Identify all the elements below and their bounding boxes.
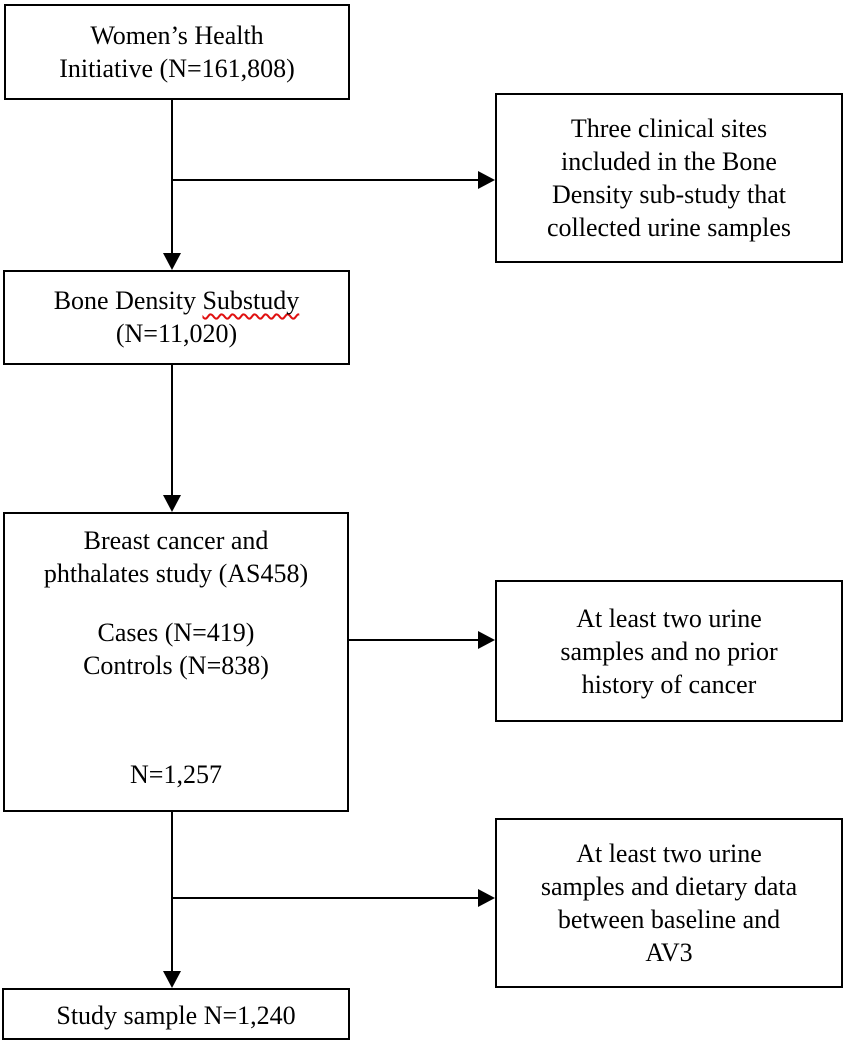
bone-density-text: Bone Density	[53, 286, 203, 315]
connector-bone-density-to-breast-cancer	[171, 365, 173, 495]
box-text-line: AV3	[645, 938, 693, 967]
connector-breast-cancer-to-study-sample	[171, 812, 173, 971]
right-arrowhead-icon	[478, 889, 495, 907]
box-text-line: samples and dietary data	[540, 872, 798, 901]
down-arrowhead-icon	[163, 971, 181, 988]
box-text-line: samples and no prior	[560, 637, 778, 666]
box-text-line: Three clinical sites	[570, 114, 768, 143]
box-text-line: Bone Density Substudy	[5, 284, 348, 317]
connector-branch-to-urine-dietary	[172, 897, 478, 899]
box-text-line: Breast cancer and	[83, 526, 269, 555]
box-text-line: (N=11,020)	[115, 319, 238, 348]
controls-count: Controls (N=838)	[83, 651, 269, 680]
box-text-line: At least two urine	[576, 839, 762, 868]
box-text-line: Study sample N=1,240	[56, 1001, 296, 1030]
right-arrowhead-icon	[478, 631, 495, 649]
box-text-line: At least two urine	[576, 604, 762, 633]
box-text-line: included in the Bone	[561, 147, 777, 176]
connector-breast-cancer-to-urine-no-cancer	[349, 639, 478, 641]
box-urine-samples-dietary-data: At least two urine samples and dietary d…	[495, 818, 843, 988]
box-breast-cancer-phthalates-study: Breast cancer and phthalates study (AS45…	[3, 512, 349, 812]
box-three-clinical-sites: Three clinical sites included in the Bon…	[495, 93, 843, 263]
box-urine-samples-no-prior-cancer: At least two urine samples and no prior …	[495, 580, 843, 722]
connector-branch-to-clinical-sites	[172, 179, 478, 181]
box-text-line: phthalates study (AS458)	[43, 559, 309, 588]
box-study-sample: Study sample N=1,240	[2, 988, 350, 1040]
down-arrowhead-icon	[163, 495, 181, 512]
down-arrowhead-icon	[163, 253, 181, 270]
box-text-line: Women’s Health	[90, 21, 264, 50]
box-text-line: history of cancer	[581, 670, 757, 699]
box-text-line: Density sub-study that	[552, 180, 786, 209]
box-text-line: collected urine samples	[546, 213, 792, 242]
spellcheck-flagged-word: Substudy	[202, 286, 300, 315]
connector-whi-to-bone-density	[171, 100, 173, 254]
cases-count: Cases (N=419)	[97, 618, 255, 647]
box-womens-health-initiative: Women’s Health Initiative (N=161,808)	[4, 4, 350, 100]
total-count: N=1,257	[130, 760, 222, 789]
box-bone-density-substudy: Bone Density Substudy (N=11,020)	[3, 270, 350, 365]
box-text-line: between baseline and	[557, 905, 781, 934]
box-text-line: Initiative (N=161,808)	[59, 54, 295, 83]
right-arrowhead-icon	[478, 171, 495, 189]
